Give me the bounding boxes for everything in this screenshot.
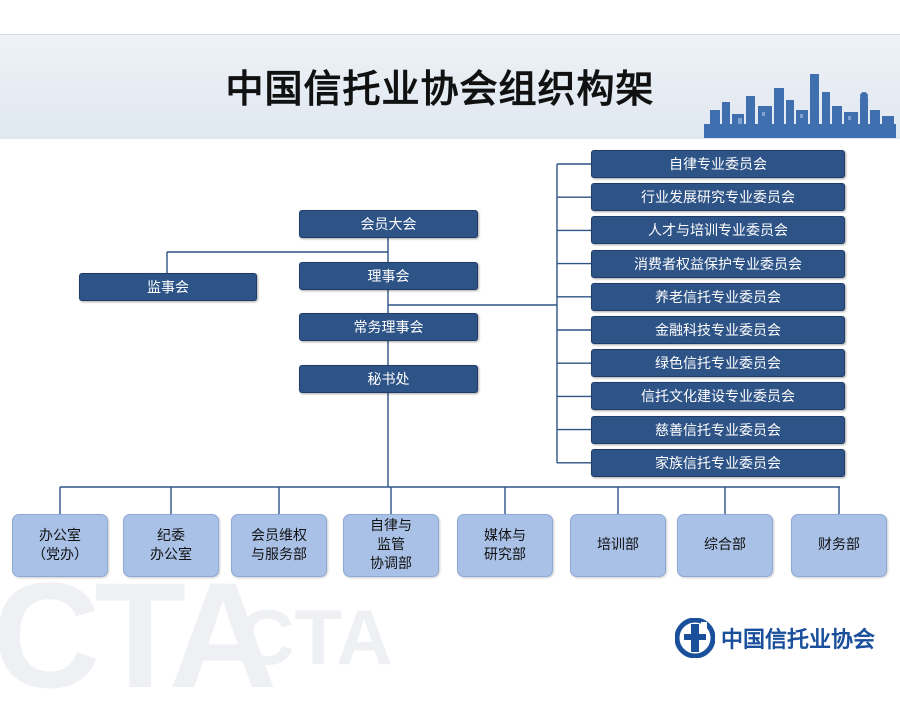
department-label: 自律与 监管 协调部 [370, 518, 412, 572]
committee-box: 自律专业委员会 [591, 150, 845, 178]
committee-label: 家族信托专业委员会 [655, 455, 781, 472]
supervisory-board-label: 监事会 [147, 280, 189, 296]
connector-lines [59, 163, 840, 514]
council-label: 理事会 [367, 269, 410, 285]
committee-label: 养老信托专业委员会 [655, 289, 781, 306]
department-box: 会员维权 与服务部 [231, 514, 327, 577]
committee-label: 自律专业委员会 [669, 157, 767, 173]
secretariat-box: 秘书处 [299, 365, 478, 393]
committee-box: 人才与培训专业委员会 [591, 216, 845, 245]
department-label: 纪委 办公室 [150, 527, 192, 563]
council-box: 理事会 [299, 262, 478, 290]
department-label: 办公室 （党办） [32, 527, 88, 563]
department-box: 自律与 监管 协调部 [343, 514, 439, 577]
logo-text: 中国信托业协会 [721, 628, 876, 653]
city-skyline-icon [704, 74, 896, 138]
committee-box: 行业发展研究专业委员会 [591, 183, 845, 212]
committee-label: 绿色信托专业委员会 [655, 356, 781, 373]
department-label: 财务部 [818, 537, 860, 554]
committee-label: 金融科技专业委员会 [655, 323, 781, 339]
department-box: 办公室 （党办） [12, 514, 108, 577]
committee-label: 人才与培训专业委员会 [648, 223, 788, 240]
committee-label: 行业发展研究专业委员会 [641, 190, 795, 207]
department-label: 媒体与 研究部 [484, 527, 526, 563]
standing-council-box: 常务理事会 [299, 313, 478, 341]
department-label: 综合部 [704, 537, 746, 554]
committee-label: 信托文化建设专业委员会 [641, 389, 795, 406]
watermark-small: CTA [238, 593, 393, 681]
department-box: 综合部 [677, 514, 773, 577]
committee-box: 信托文化建设专业委员会 [591, 382, 845, 411]
committee-box: 绿色信托专业委员会 [591, 349, 845, 378]
committee-box: 金融科技专业委员会 [591, 316, 845, 344]
supervisory-board-box: 监事会 [79, 273, 257, 301]
secretariat-label: 秘书处 [367, 372, 410, 388]
general-assembly-box: 会员大会 [299, 210, 478, 238]
page-title: 中国信托业协会组织构架 [225, 67, 655, 111]
committee-box: 慈善信托专业委员会 [591, 415, 845, 444]
cta-logo-icon [675, 618, 715, 658]
committee-box: 消费者权益保护专业委员会 [591, 249, 845, 278]
department-box: 媒体与 研究部 [457, 514, 553, 577]
department-label: 会员维权 与服务部 [251, 527, 307, 563]
standing-council-label: 常务理事会 [353, 320, 424, 336]
committee-label: 消费者权益保护专业委员会 [634, 256, 802, 273]
committee-box: 养老信托专业委员会 [591, 282, 845, 311]
general-assembly-label: 会员大会 [360, 217, 417, 233]
committee-label: 慈善信托专业委员会 [655, 422, 781, 439]
department-box: 培训部 [570, 514, 666, 577]
cta-logo: 中国信托业协会 [675, 618, 875, 658]
department-label: 培训部 [597, 537, 639, 554]
department-box: 财务部 [791, 514, 887, 577]
committee-box: 家族信托专业委员会 [591, 448, 845, 477]
department-box: 纪委 办公室 [123, 514, 219, 577]
